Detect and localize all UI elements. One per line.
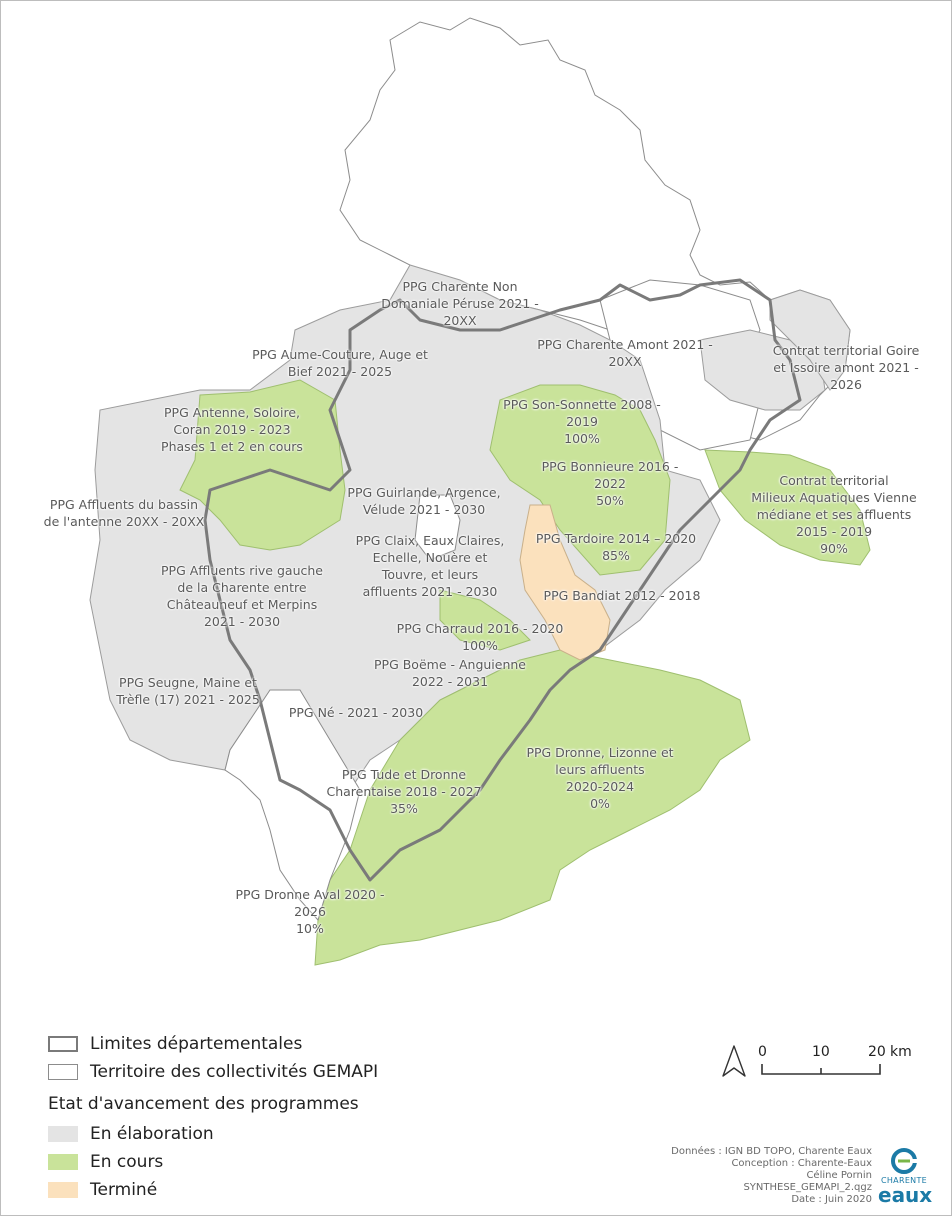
legend-item-limites: Limites départementales [48,1034,302,1054]
scale-label-0: 0 [758,1044,767,1060]
label-claix: PPG Claix, Eaux Claires,Echelle, Nouère … [355,533,505,599]
legend-swatch-en-cours [48,1154,78,1170]
label-ne: PPG Né - 2021 - 2030 [288,705,424,720]
legend-swatch-termine [48,1182,78,1198]
region-elaboration-northeast [699,329,826,411]
legend-item-territoire: Territoire des collectivités GEMAPI [48,1062,378,1082]
region-encours-charraud [439,589,531,651]
legend-item-termine: Terminé [48,1180,157,1200]
legend-swatch-elaboration [48,1126,78,1142]
territory-gap-south [224,689,361,921]
label-guirlande: PPG Guirlande, Argence,Vélude 2021 - 203… [347,485,501,517]
territory-gap-center [414,494,461,561]
region-encours-vienne [704,449,871,566]
logo-big-text: eaux [878,1183,933,1207]
legend-label-en-cours: En cours [90,1152,164,1172]
legend-swatch-territoire [48,1064,78,1080]
legend-label-territoire: Territoire des collectivités GEMAPI [90,1062,379,1082]
north-arrow-icon [722,1045,746,1077]
credit-line-1: Données : IGN BD TOPO, Charente Eaux [671,1146,872,1157]
legend-title: Etat d'avancement des programmes [48,1094,359,1114]
departmental-border [203,278,802,882]
legend-item-en-cours: En cours [48,1152,163,1172]
legend-label-termine: Terminé [90,1180,158,1200]
credit-line-3: Céline Pornin [806,1170,872,1181]
region-encours-antenne [179,379,346,551]
logo-top-text: CHARENTE [880,1176,927,1185]
region-elaboration-east [769,289,851,391]
legend-label-limites: Limites départementales [90,1034,303,1054]
credit-line-2: Conception : Charente-Eaux [731,1158,872,1169]
region-encours-son-sonnette [489,384,671,576]
credit-line-5: Date : Juin 2020 [791,1194,872,1205]
legend-swatch-limites [48,1036,78,1052]
label-charente-amont: PPG Charente Amont 2021 -20XX [537,337,713,369]
legend-item-elaboration: En élaboration [48,1124,214,1144]
legend-label-elaboration: En élaboration [90,1124,214,1144]
label-bandiat: PPG Bandiat 2012 - 2018 [543,588,701,603]
map-credits: Données : IGN BD TOPO, Charente Eaux Con… [671,1146,872,1206]
region-encours-dronne [314,649,751,966]
scale-bar-line [761,1064,881,1075]
scale-unit: km [890,1044,912,1060]
credit-line-4: SYNTHESE_GEMAPI_2.qgz [743,1182,872,1193]
scale-label-20: 20 [868,1044,886,1060]
charente-eaux-logo: CHARENTE eaux [878,1148,933,1207]
logo-mark-icon [891,1148,917,1174]
scale-label-10: 10 [812,1044,830,1060]
